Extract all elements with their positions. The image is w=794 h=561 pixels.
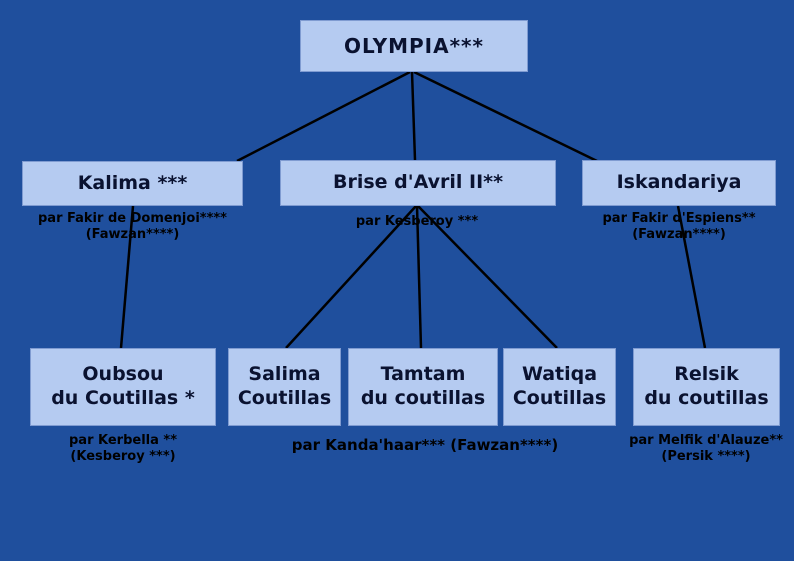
node-relsik-line2: du coutillas [644,387,769,409]
node-tamtam-line1: Tamtam [380,363,466,386]
caption-relsik: par Melfik d'Alauze** (Persik ****) [596,433,794,466]
caption-oubsou-grandsire: (Kesberoy ***) [70,449,176,465]
node-olympia: OLYMPIA*** [300,20,528,72]
caption-iskandariya: par Fakir d'Espiens** (Fawzan****) [569,211,789,244]
node-watiqa-line2: Coutillas [512,387,607,409]
caption-kalima-sire: par Fakir de Domenjoi**** [38,211,227,226]
caption-iskandariya-grandsire: (Fawzan****) [632,227,726,243]
node-brise-davril: Brise d'Avril II** [280,160,556,206]
caption-kalima: par Fakir de Domenjoi**** (Fawzan****) [5,211,260,244]
node-brise-davril-label: Brise d'Avril II** [332,171,504,194]
node-salima-line1: Salima [248,363,321,386]
node-tamtam: Tamtam du coutillas [348,348,498,426]
caption-iskandariya-sire: par Fakir d'Espiens** [602,211,756,226]
node-relsik: Relsik du coutillas [633,348,780,426]
caption-oubsou: par Kerbella ** (Kesberoy ***) [23,433,223,466]
node-kalima-label: Kalima *** [77,171,188,194]
caption-relsik-sire: par Melfik d'Alauze** [629,433,783,448]
node-iskandariya-label: Iskandariya [616,171,742,194]
caption-brise-sire: par Kesberoy *** [355,214,479,229]
node-oubsou: Oubsou du Coutillas * [30,348,216,426]
caption-brise-offspring-group: par Kanda'haar*** (Fawzan****) [270,436,580,455]
node-tamtam-line2: du coutillas [360,387,486,409]
node-oubsou-line1: Oubsou [82,363,164,386]
node-watiqa-line1: Watiqa [521,363,598,386]
node-olympia-label: OLYMPIA*** [344,33,484,58]
caption-group-text: par Kanda'haar*** (Fawzan****) [291,436,559,454]
caption-kalima-grandsire: (Fawzan****) [85,227,180,243]
caption-oubsou-sire: par Kerbella ** [68,433,178,448]
node-watiqa: Watiqa Coutillas [503,348,616,426]
node-iskandariya: Iskandariya [582,160,776,206]
caption-brise-davril: par Kesberoy *** [317,214,517,230]
node-relsik-line1: Relsik [674,363,739,386]
node-salima-line2: Coutillas [237,387,332,409]
caption-relsik-grandsire: (Persik ****) [661,449,751,465]
node-oubsou-line2: du Coutillas * [51,387,195,409]
node-salima: Salima Coutillas [228,348,341,426]
node-kalima: Kalima *** [22,161,243,206]
